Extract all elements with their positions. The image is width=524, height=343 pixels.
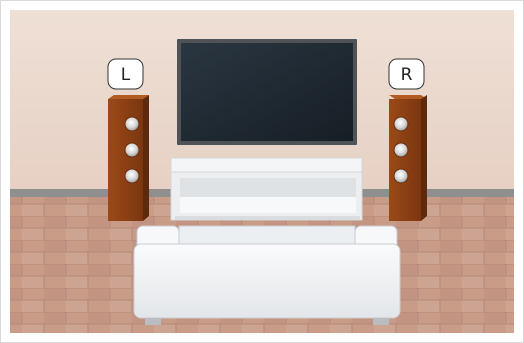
left-speaker-label-text: L	[121, 65, 131, 85]
sofa-right-leg	[373, 318, 389, 325]
right-speaker-driver-middle	[394, 143, 408, 157]
sofa-body	[134, 244, 400, 318]
left-speaker-driver-middle	[125, 143, 139, 157]
left-speaker-driver-bottom	[125, 169, 139, 183]
right-speaker-label: R	[389, 59, 424, 89]
tv-screen	[181, 43, 353, 141]
right-speaker	[389, 95, 427, 221]
left-speaker	[108, 95, 149, 221]
tv-stand	[171, 158, 362, 220]
sofa	[134, 226, 400, 325]
television	[177, 39, 357, 145]
right-speaker-driver-top	[394, 117, 408, 131]
right-speaker-label-text: R	[401, 65, 413, 85]
left-speaker-driver-top	[125, 117, 139, 131]
sofa-left-leg	[145, 318, 161, 325]
left-speaker-label: L	[108, 59, 143, 89]
right-speaker-driver-bottom	[394, 169, 408, 183]
